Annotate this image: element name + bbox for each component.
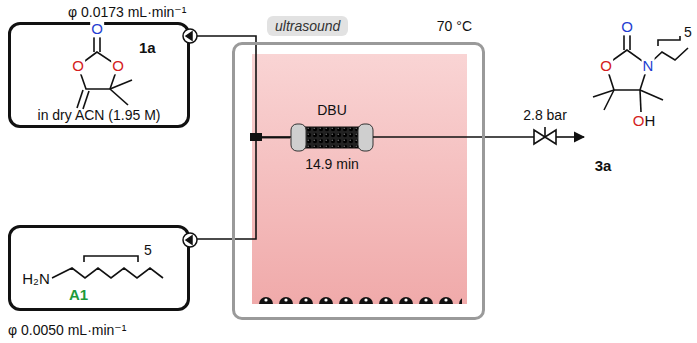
reagent-box: A1 [8, 225, 190, 311]
annotation: 5 [144, 242, 152, 258]
atom-label: O [90, 20, 104, 37]
reagent-box: 1a in dry ACN (1.95 M) [8, 22, 190, 128]
atom-label: O [111, 57, 125, 74]
node-text: 1a [139, 39, 156, 56]
atom-label: O [599, 57, 613, 74]
node-text: 14.9 min [290, 156, 374, 172]
atom-label: H₂N [21, 270, 51, 287]
atom-label: OH [632, 112, 657, 129]
node-text: 70 °C [437, 18, 472, 34]
node-text: in dry ACN (1.95 M) [11, 107, 187, 123]
annotation: 5 [684, 24, 692, 40]
atom-label: N [642, 57, 655, 74]
feed-line [190, 138, 290, 240]
feed-line [190, 36, 290, 138]
atom-label: O [620, 18, 634, 35]
reactor-box: ultrasound70 °CDBU14.9 min [232, 42, 485, 320]
annotation: φ 0.0050 mL·min⁻¹ [8, 322, 126, 338]
node-text: A1 [69, 286, 88, 303]
node-text: DBU [290, 102, 374, 118]
node-text: ultrasound [267, 16, 348, 36]
annotation: 3a [595, 157, 612, 174]
packed-column: DBU14.9 min [290, 124, 374, 151]
annotation: 2.8 bar [523, 107, 567, 123]
atom-label: O [71, 57, 85, 74]
annotation: φ 0.0173 mL·min⁻¹ [68, 4, 186, 20]
